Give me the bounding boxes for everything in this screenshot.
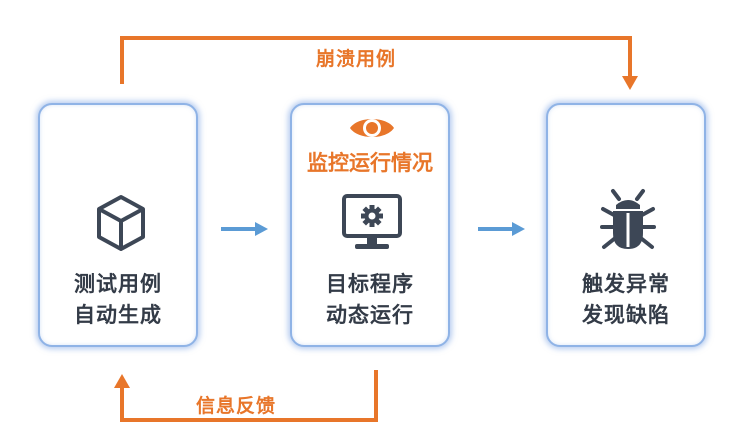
step-3-text: 触发异常 发现缺陷 bbox=[548, 269, 704, 331]
flow-arrowhead-2 bbox=[512, 222, 525, 236]
feedback-arrow bbox=[120, 370, 378, 422]
crash-cases-arrow bbox=[120, 36, 632, 84]
monitor-gear-icon bbox=[342, 194, 402, 249]
monitor-runtime-label: 监控运行情况 bbox=[307, 151, 433, 175]
crash-cases-label: 崩溃用例 bbox=[316, 48, 397, 70]
crash-cases-arrowhead bbox=[622, 76, 638, 90]
step-target-program-run: 监控运行情况 目标程序 动态运行 bbox=[290, 103, 450, 347]
feedback-arrowhead bbox=[114, 374, 130, 388]
bug-icon bbox=[600, 189, 656, 249]
cube-icon bbox=[97, 195, 145, 251]
flow-arrowhead-1 bbox=[255, 222, 268, 236]
step-2-line1: 目标程序 bbox=[326, 272, 414, 296]
step-trigger-exception: 触发异常 发现缺陷 bbox=[546, 103, 706, 347]
step-test-case-generation: 测试用例 自动生成 bbox=[38, 103, 198, 347]
step-1-line2: 自动生成 bbox=[74, 303, 162, 327]
step-2-text: 目标程序 动态运行 bbox=[292, 269, 448, 331]
step-3-line2: 发现缺陷 bbox=[582, 303, 670, 327]
step-2-line2: 动态运行 bbox=[326, 303, 414, 327]
step-1-line1: 测试用例 bbox=[74, 272, 162, 296]
eye-icon bbox=[350, 119, 394, 137]
step-1-text: 测试用例 自动生成 bbox=[40, 269, 196, 331]
feedback-label: 信息反馈 bbox=[196, 395, 277, 417]
step-3-line1: 触发异常 bbox=[582, 272, 670, 296]
